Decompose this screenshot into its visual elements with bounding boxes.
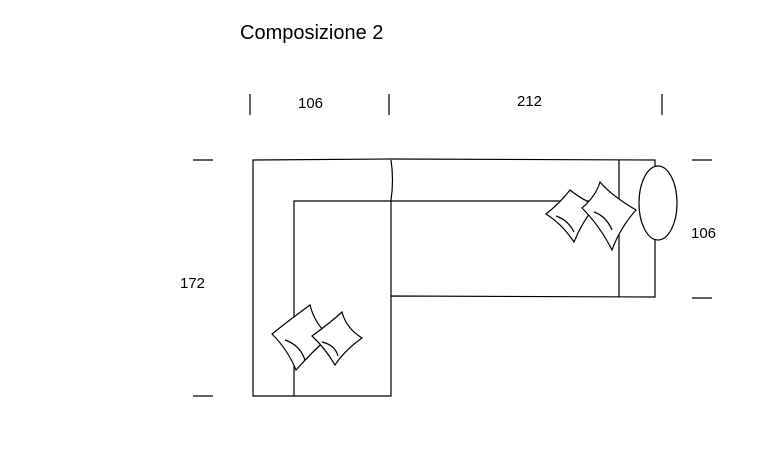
dimension-ticks [193,94,712,397]
cushions-right [544,180,637,252]
dimension-width-left: 106 [298,95,324,112]
dimension-width-right: 212 [517,93,543,110]
dimension-depth-total: 172 [180,275,206,292]
dimension-depth-right: 106 [691,225,717,242]
diagram-title: Composizione 2 [240,22,384,44]
cushions-left [271,303,364,372]
